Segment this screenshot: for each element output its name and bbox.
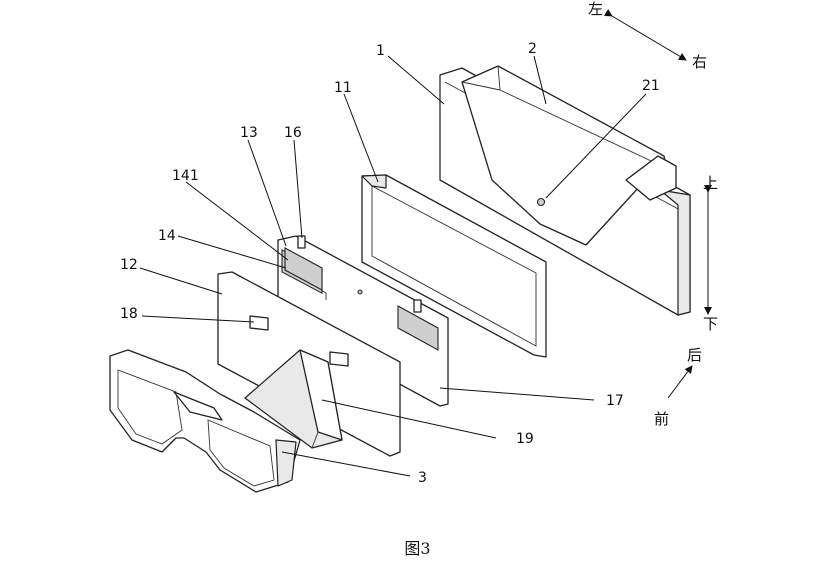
label-3: 3 [418,470,427,486]
label-17: 17 [606,393,624,409]
button-21 [536,197,546,207]
label-19: 19 [516,431,534,447]
label-12: 12 [120,257,138,273]
dir-right: 右 [692,53,707,71]
figure-caption: 图3 [404,539,431,558]
wedge-part-19 [244,349,343,449]
board-part-13 [277,235,449,407]
label-13: 13 [240,125,258,141]
dir-up: 上 [703,174,718,192]
label-18: 18 [120,306,138,322]
dir-left: 左 [588,0,603,18]
clip-18 [249,315,269,331]
dir-down: 下 [703,315,718,333]
label-21: 21 [642,78,660,94]
label-2: 2 [528,41,537,57]
cover-part-2 [461,65,677,246]
panel-141 [284,247,323,291]
label-1: 1 [376,43,385,59]
label-14: 14 [158,228,176,244]
dir-back: 后 [687,346,702,364]
glasses-part-3 [109,349,301,493]
label-11: 11 [334,80,352,96]
direction-arrows [603,8,712,399]
frame-part-11 [361,174,547,358]
dir-front: 前 [654,410,669,428]
label-16: 16 [284,125,302,141]
leader-lines [139,55,647,477]
label-141: 141 [172,168,199,184]
